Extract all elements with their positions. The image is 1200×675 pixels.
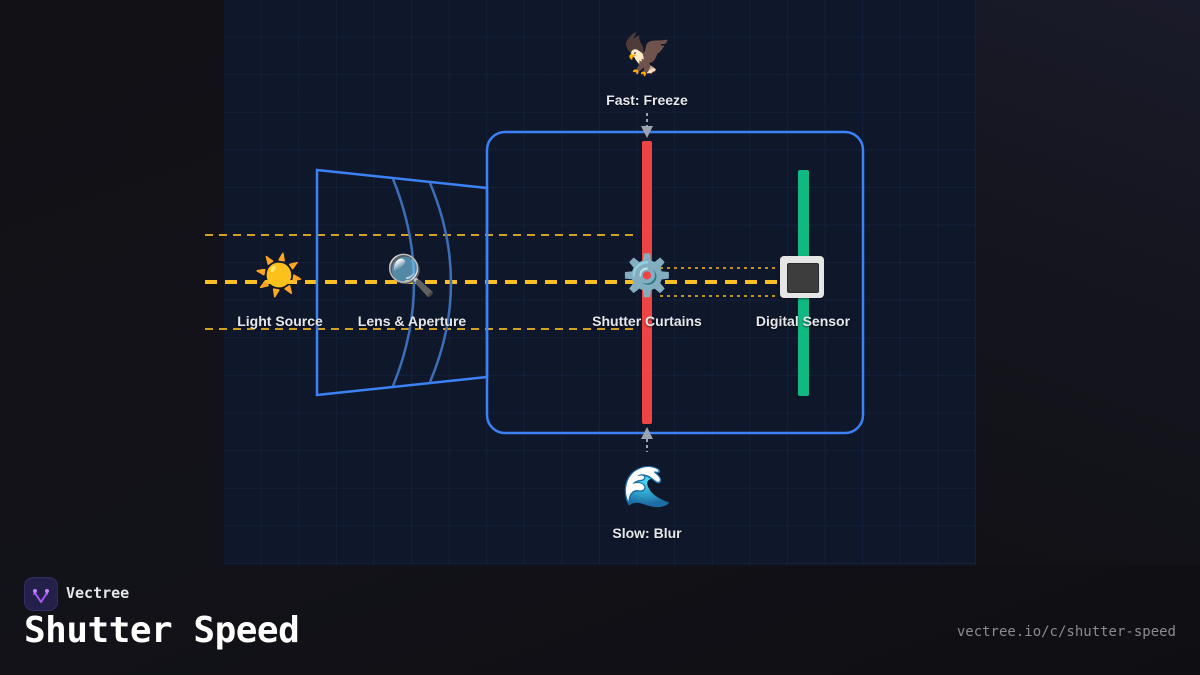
label-light-source: Light Source: [237, 313, 323, 329]
source-url[interactable]: vectree.io/c/shutter-speed: [956, 624, 1176, 640]
slow-arrow-head: [641, 427, 653, 439]
sensor-chip-icon: [780, 256, 824, 298]
gear-icon: ⚙️: [622, 253, 672, 299]
background-gradient: [976, 0, 1200, 565]
camera-body: [485, 130, 865, 435]
brand-name: Vectree: [66, 584, 130, 602]
eagle-icon: 🦅: [622, 32, 672, 78]
label-shutter-curtains: Shutter Curtains: [592, 313, 702, 329]
page-title: Shutter Speed: [24, 610, 300, 651]
vectree-logo[interactable]: [24, 577, 58, 611]
label-fast-freeze: Fast: Freeze: [606, 92, 688, 108]
label-digital-sensor: Digital Sensor: [755, 313, 851, 329]
shutter-curtain: [642, 141, 652, 424]
lens-element-1: [391, 178, 416, 387]
label-slow-blur: Slow: Blur: [612, 525, 682, 541]
label-lens-aperture: Lens & Aperture: [357, 313, 467, 329]
wave-icon: 🌊: [622, 464, 672, 510]
logo-icon: [33, 589, 49, 603]
magnifier-icon: 🔍: [386, 253, 436, 299]
sun-icon: ☀️: [254, 253, 304, 299]
fast-arrow-head: [641, 126, 653, 138]
lens-element-2: [428, 182, 453, 383]
